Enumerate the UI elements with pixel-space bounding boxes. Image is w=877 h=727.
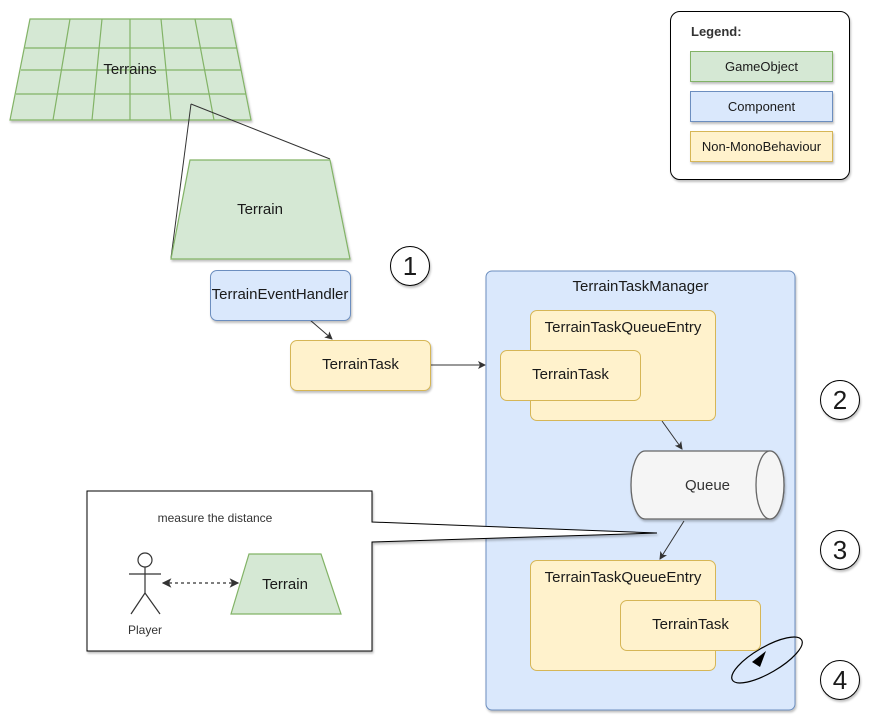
step-1: 1 — [390, 246, 430, 286]
edge-entry-to-queue — [661, 420, 683, 450]
edge-queue-to-entry — [659, 520, 685, 560]
callout-title: measure the distance — [157, 511, 273, 525]
callout-shape — [86, 490, 658, 652]
step-4: 4 — [820, 660, 860, 700]
terrain-event-handler — [210, 270, 351, 321]
terrains-grid — [9, 18, 252, 121]
legend-non-monobehaviour: Non-MonoBehaviour — [690, 131, 833, 162]
step-3: 3 — [820, 530, 860, 570]
callout-terrain-label: Terrain — [262, 575, 308, 593]
loop-icon — [731, 636, 803, 684]
queue-entry-top-task — [500, 350, 641, 401]
queue-entry-top-task-label: TerrainTask — [532, 365, 609, 383]
terrain-event-handler-label: TerrainEventHandler — [211, 285, 349, 303]
terrain-task-label: TerrainTask — [322, 355, 399, 373]
player-icon — [129, 552, 161, 615]
legend-gameobject: GameObject — [690, 51, 833, 82]
manager-title: TerrainTaskManager — [572, 277, 709, 295]
step-2: 2 — [820, 380, 860, 420]
player-label: Player — [127, 623, 162, 637]
edge-handler-to-task — [309, 319, 333, 340]
queue-entry-top-label: TerrainTaskQueueEntry — [544, 318, 702, 336]
queue-label: Queue — [684, 476, 731, 494]
legend: Legend: GameObject Component Non-MonoBeh… — [670, 11, 850, 180]
queue-entry-bottom-label: TerrainTaskQueueEntry — [544, 568, 702, 586]
callout-terrain-shape — [230, 553, 342, 615]
zoom-lines — [170, 103, 331, 259]
terrain-shape — [170, 159, 351, 260]
queue-cylinder — [630, 450, 785, 520]
legend-component: Component — [690, 91, 833, 122]
legend-title: Legend: — [691, 24, 742, 39]
terrain-label: Terrain — [237, 200, 283, 218]
terrains-label: Terrains — [103, 60, 157, 78]
terrain-task — [290, 340, 431, 391]
queue-entry-bottom-task-label: TerrainTask — [652, 615, 729, 633]
queue-entry-bottom-task — [620, 600, 761, 651]
